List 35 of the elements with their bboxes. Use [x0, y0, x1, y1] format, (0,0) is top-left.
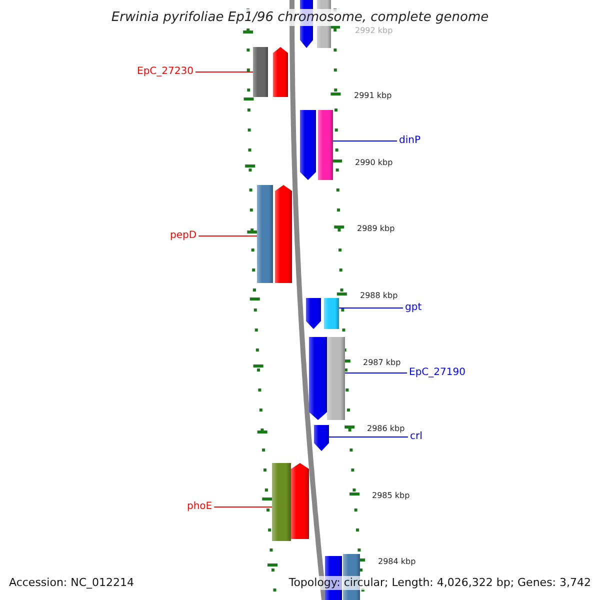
scale-tick-label: 2991 kbp [354, 91, 392, 101]
gene-bar [272, 463, 291, 541]
gene-bar [314, 425, 329, 451]
scale-tick-label: 2988 kbp [360, 291, 398, 301]
gene-label: pepD [170, 230, 197, 242]
gene-bar [273, 47, 288, 97]
scale-tick-label: 2990 kbp [355, 158, 393, 168]
scale-tick-label: 2992 kbp [355, 26, 393, 36]
gene-label: crl [410, 431, 422, 443]
leader-line [332, 140, 398, 142]
gene-label: dinP [399, 135, 420, 147]
gene-bar [318, 110, 333, 180]
leader-line [328, 436, 408, 438]
scale-tick-label: 2989 kbp [357, 224, 395, 234]
gene-bar [327, 337, 345, 420]
gene-label: EpC_27230 [137, 66, 194, 78]
gene-bar [257, 185, 273, 283]
accession-text: Accession: NC_012214 [9, 576, 134, 590]
gene-bar [291, 463, 309, 539]
gene-bar [324, 298, 339, 329]
gene-bar [306, 298, 321, 329]
gene-label: gpt [405, 302, 422, 314]
gene-bar [253, 47, 268, 97]
gene-label: phoE [187, 501, 212, 513]
gene-bar [275, 185, 292, 283]
gene-bar [300, 110, 316, 180]
genome-info-text: Topology: circular; Length: 4,026,322 bp; Genes: 3,742 [288, 576, 591, 590]
leader-line [344, 372, 408, 374]
scale-tick-label: 2985 kbp [372, 491, 410, 501]
leader-line [214, 506, 272, 508]
scale-tick-label: 2987 kbp [363, 358, 401, 368]
gene-bar [309, 337, 327, 420]
scale-tick-label: 2986 kbp [367, 424, 405, 434]
scale-tick-label: 2984 kbp [378, 557, 416, 567]
gene-label: EpC_27190 [409, 367, 466, 379]
